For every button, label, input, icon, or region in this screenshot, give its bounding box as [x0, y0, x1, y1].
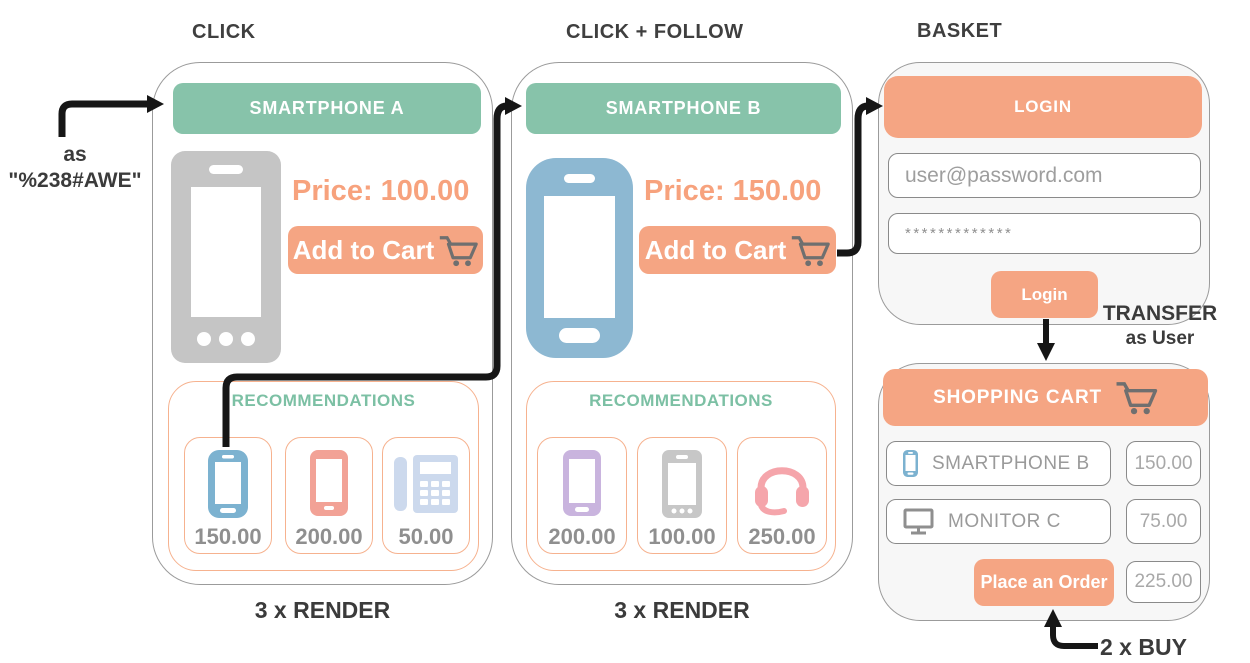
cart-icon [438, 233, 479, 268]
recommendation-item[interactable]: 100.00 [637, 437, 727, 554]
shopping-cart-title-bar: SHOPPING CART [883, 369, 1208, 426]
smartphone-purple-icon [563, 450, 601, 516]
cart-item-row: SMARTPHONE B [886, 441, 1111, 486]
login-title-label: LOGIN [1014, 97, 1072, 116]
recommendation-price: 200.00 [548, 524, 616, 549]
recommendation-price: 200.00 [295, 524, 363, 549]
shopping-cart-title-label: SHOPPING CART [933, 386, 1102, 408]
cart-icon [1114, 379, 1158, 416]
headset-pink-icon [753, 458, 811, 516]
add-to-cart-button[interactable]: Add to Cart [288, 226, 483, 274]
buy-arrow [1050, 625, 1098, 649]
place-order-label: Place an Order [980, 572, 1108, 592]
recommendation-price: 250.00 [748, 524, 816, 549]
transfer-annotation-line2: as User [1125, 328, 1195, 350]
place-order-button[interactable]: Place an Order [974, 559, 1114, 606]
transfer-annotation-line1: TRANSFER [1102, 302, 1218, 325]
product-title-label: SMARTPHONE B [605, 98, 762, 118]
add-to-cart-label: Add to Cart [644, 234, 787, 265]
smartphone-icon [903, 450, 918, 477]
render-caption: 3 x RENDER [254, 597, 391, 623]
cart-item-name: MONITOR C [948, 510, 1061, 532]
login-panel: LOGIN Login [878, 62, 1210, 325]
recommendation-item[interactable]: 50.00 [382, 437, 470, 554]
cart-total: 225.00 [1126, 561, 1201, 603]
cart-item-price: 75.00 [1126, 499, 1201, 544]
recommendations-box: RECOMMENDATIONS 200.00 100.00 [526, 381, 836, 571]
recommendation-item[interactable]: 150.00 [184, 437, 272, 554]
recommendation-item[interactable]: 200.00 [537, 437, 627, 554]
recommendation-price: 150.00 [194, 524, 262, 549]
entry-annotation: as "%238#AWE" [0, 142, 150, 195]
shopping-cart-panel: SHOPPING CART SMARTPHONE B 150.00 [878, 363, 1210, 621]
cart-item-price: 150.00 [1126, 441, 1201, 486]
product-page-a: SMARTPHONE A Price: 100.00 Add to Cart R… [152, 62, 493, 585]
recommendations-box: RECOMMENDATIONS 150.00 200.00 [168, 381, 479, 571]
recommendation-item[interactable]: 200.00 [285, 437, 373, 554]
cart-icon [790, 233, 831, 268]
desk-phone-icon [394, 454, 458, 514]
recommendation-item[interactable]: 250.00 [737, 437, 827, 554]
smartphone-gray-icon [662, 450, 702, 518]
column-title-click: CLICK [192, 21, 256, 43]
login-title-bar: LOGIN [884, 76, 1202, 138]
render-caption: 3 x RENDER [614, 597, 750, 623]
transfer-annotation: TRANSFER as User [1098, 301, 1222, 351]
entry-annotation-line2: "%238#AWE" [8, 169, 142, 193]
entry-annotation-line1: as [63, 143, 87, 166]
add-to-cart-button[interactable]: Add to Cart [639, 226, 836, 274]
product-page-b: SMARTPHONE B Price: 150.00 Add to Cart R… [511, 62, 853, 585]
recommendations-title: RECOMMENDATIONS [589, 391, 773, 410]
entry-arrow [58, 100, 148, 137]
buy-annotation: 2 x BUY [1100, 634, 1187, 660]
password-field[interactable] [888, 213, 1201, 254]
smartphone-b-image-icon [526, 158, 633, 358]
add-to-cart-label: Add to Cart [292, 234, 435, 265]
product-title-bar: SMARTPHONE B [526, 83, 841, 134]
transfer-arrowhead [1037, 343, 1055, 361]
smartphone-a-image-icon [171, 151, 281, 363]
smartphone-salmon-icon [310, 450, 348, 516]
column-title-basket: BASKET [917, 20, 1003, 42]
smartphone-blue-icon [208, 450, 248, 518]
login-button[interactable]: Login [991, 271, 1098, 318]
email-field[interactable] [888, 153, 1201, 198]
recommendation-price: 50.00 [398, 524, 454, 549]
product-title-label: SMARTPHONE A [249, 98, 405, 118]
recommendation-price: 100.00 [648, 524, 716, 549]
cart-item-row: MONITOR C [886, 499, 1111, 544]
login-button-label: Login [1021, 284, 1068, 304]
cart-item-name: SMARTPHONE B [932, 452, 1090, 474]
recommendations-title: RECOMMENDATIONS [231, 391, 416, 410]
monitor-icon [903, 508, 934, 535]
column-title-click-follow: CLICK + FOLLOW [566, 21, 744, 43]
product-title-bar: SMARTPHONE A [173, 83, 481, 134]
price-label: Price: 100.00 [292, 175, 470, 207]
price-label: Price: 150.00 [644, 175, 822, 207]
